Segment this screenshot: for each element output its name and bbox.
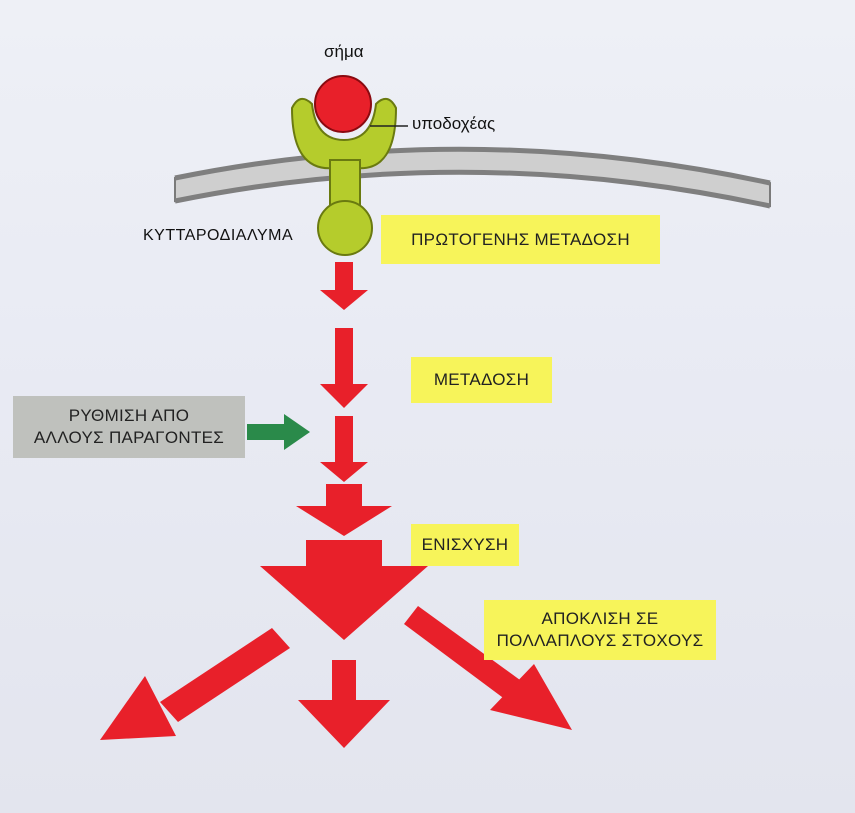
divergence-line-1: ΑΠΟΚΛΙΣΗ ΣΕ	[541, 608, 659, 628]
transduction-box: ΜΕΤΑΔΟΣΗ	[411, 357, 552, 403]
arrow-target-left	[100, 628, 290, 740]
regulation-arrow	[247, 414, 310, 450]
regulation-line-2: ΑΛΛΟΥΣ ΠΑΡΑΓΟΝΤΕΣ	[33, 428, 225, 447]
receptor-icon	[290, 97, 398, 256]
cell-membrane	[174, 146, 771, 209]
divergence-line-2: ΠΟΛΛΑΠΛΟΥΣ ΣΤΟΧΟΥΣ	[496, 631, 704, 650]
arrow-divergence-large	[260, 540, 428, 640]
divergence-box: ΑΠΟΚΛΙΣΗ ΣΕ ΠΟΛΛΑΠΛΟΥΣ ΣΤΟΧΟΥΣ	[484, 600, 716, 660]
arrow-target-right	[404, 606, 572, 730]
regulation-line-1: ΡΥΘΜΙΣΗ ΑΠΟ	[68, 405, 190, 425]
signal-label: σήμα	[324, 42, 364, 61]
arrow-primary	[320, 262, 368, 310]
amplification-box: ΕΝΙΣΧΥΣΗ	[411, 524, 519, 566]
primary-transduction-box: ΠΡΩΤΟΓΕΝΗΣ ΜΕΤΑΔΟΣΗ	[381, 215, 660, 264]
arrow-transduction	[320, 328, 368, 408]
arrow-target-middle	[298, 660, 390, 748]
arrow-amplification	[296, 484, 392, 536]
cytoplasm-label: ΚΥΤΤΑΡΟΔΙΑΛΥΜΑ	[143, 227, 294, 244]
regulation-box: ΡΥΘΜΙΣΗ ΑΠΟ ΑΛΛΟΥΣ ΠΑΡΑΓΟΝΤΕΣ	[13, 396, 245, 458]
arrow-after-regulation	[320, 416, 368, 482]
signal-molecule-icon	[314, 75, 372, 133]
receptor-label: υποδοχέας	[412, 114, 496, 133]
